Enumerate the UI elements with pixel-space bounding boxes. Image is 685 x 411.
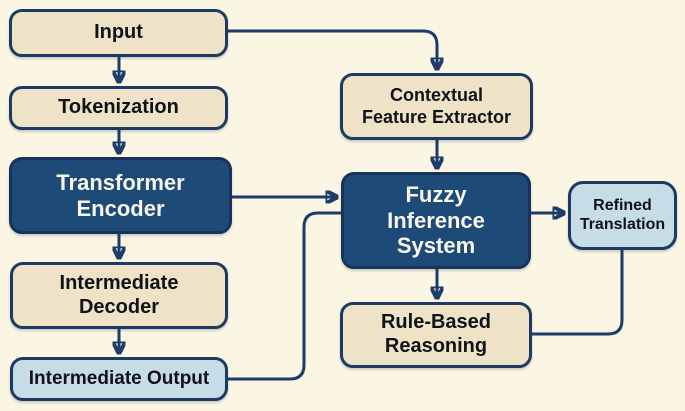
node-label: Contextual — [389, 85, 483, 106]
node-tokenization: Tokenization — [9, 86, 228, 130]
node-label: Input — [94, 21, 143, 44]
node-label: Encoder — [76, 195, 165, 221]
node-label: Fuzzy — [405, 181, 467, 207]
edge-refined-rule — [532, 250, 624, 336]
node-label: Rule-Based — [380, 311, 492, 334]
edge-output-fuzzy — [228, 211, 341, 381]
node-label: Feature Extractor — [361, 106, 512, 127]
node-transformer-encoder: Transformer Encoder — [9, 157, 232, 234]
node-refined-translation: Refined Translation — [568, 181, 677, 250]
node-label: Transformer — [56, 169, 185, 195]
node-label: Decoder — [78, 295, 160, 318]
node-label: Intermediate Output — [28, 367, 210, 389]
node-rule-based-reasoning: Rule-Based Reasoning — [340, 302, 532, 368]
node-label: System — [396, 233, 476, 259]
node-intermediate-output: Intermediate Output — [10, 357, 228, 401]
node-intermediate-decoder: Intermediate Decoder — [10, 262, 228, 329]
node-label: Reasoning — [384, 335, 488, 357]
node-label: Intermediate — [59, 271, 179, 294]
node-label: Translation — [579, 215, 666, 233]
node-input: Input — [9, 9, 228, 57]
node-label: Refined — [593, 196, 652, 214]
node-label: Inference — [387, 207, 485, 233]
edge-input-cfe — [228, 29, 437, 69]
node-fuzzy-inference-system: Fuzzy Inference System — [341, 172, 531, 269]
node-contextual-feature-extractor: Contextual Feature Extractor — [340, 73, 533, 140]
node-label: Tokenization — [58, 96, 179, 119]
